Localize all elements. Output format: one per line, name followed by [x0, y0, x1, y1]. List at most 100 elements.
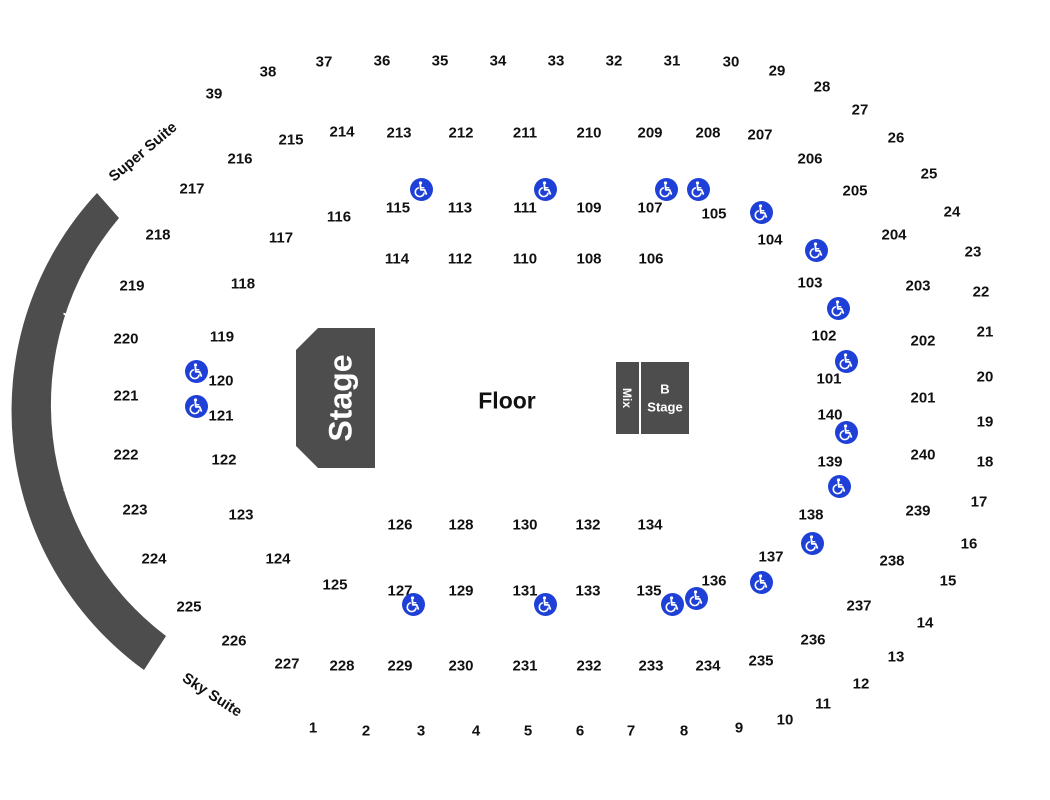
section-33[interactable]: 33 — [547, 52, 565, 70]
section-105[interactable]: 105 — [701, 205, 727, 223]
section-15[interactable]: 15 — [939, 572, 957, 590]
section-116[interactable]: 116 — [326, 208, 352, 226]
section-112[interactable]: 112 — [447, 250, 473, 268]
section-16[interactable]: 16 — [960, 535, 978, 553]
section-203[interactable]: 203 — [905, 277, 931, 295]
section-225[interactable]: 225 — [176, 598, 202, 616]
section-110[interactable]: 110 — [512, 250, 538, 268]
section-204[interactable]: 204 — [881, 226, 907, 244]
section-114[interactable]: 114 — [384, 250, 410, 268]
section-10[interactable]: 10 — [776, 711, 794, 729]
section-232[interactable]: 232 — [576, 657, 602, 675]
section-7[interactable]: 7 — [626, 722, 636, 740]
section-215[interactable]: 215 — [278, 131, 304, 149]
section-28[interactable]: 28 — [813, 78, 831, 96]
section-136[interactable]: 136 — [701, 572, 727, 590]
section-216[interactable]: 216 — [227, 150, 253, 168]
section-31[interactable]: 31 — [663, 52, 681, 70]
section-239[interactable]: 239 — [905, 502, 931, 520]
section-14[interactable]: 14 — [916, 614, 934, 632]
section-132[interactable]: 132 — [575, 516, 601, 534]
section-32[interactable]: 32 — [605, 52, 623, 70]
section-210[interactable]: 210 — [576, 124, 602, 142]
section-233[interactable]: 233 — [638, 657, 664, 675]
section-9[interactable]: 9 — [734, 719, 744, 737]
section-118[interactable]: 118 — [230, 275, 256, 293]
section-221[interactable]: 221 — [113, 387, 139, 405]
section-226[interactable]: 226 — [221, 632, 247, 650]
section-108[interactable]: 108 — [576, 250, 602, 268]
section-36[interactable]: 36 — [373, 52, 391, 70]
section-231[interactable]: 231 — [512, 657, 538, 675]
section-13[interactable]: 13 — [887, 648, 905, 666]
section-6[interactable]: 6 — [575, 722, 585, 740]
section-217[interactable]: 217 — [179, 180, 205, 198]
section-130[interactable]: 130 — [512, 516, 538, 534]
section-205[interactable]: 205 — [842, 182, 868, 200]
section-107[interactable]: 107 — [637, 199, 663, 217]
section-106[interactable]: 106 — [638, 250, 664, 268]
section-208[interactable]: 208 — [695, 124, 721, 142]
section-38[interactable]: 38 — [259, 63, 277, 81]
section-24[interactable]: 24 — [943, 203, 961, 221]
section-18[interactable]: 18 — [976, 453, 994, 471]
section-115[interactable]: 115 — [385, 199, 411, 217]
section-1[interactable]: 1 — [308, 719, 318, 737]
section-124[interactable]: 124 — [265, 550, 291, 568]
section-237[interactable]: 237 — [846, 597, 872, 615]
section-227[interactable]: 227 — [274, 655, 300, 673]
section-102[interactable]: 102 — [811, 327, 837, 345]
section-111[interactable]: 111 — [513, 199, 537, 217]
section-224[interactable]: 224 — [141, 550, 167, 568]
section-39[interactable]: 39 — [205, 85, 223, 103]
section-11[interactable]: 11 — [815, 695, 831, 713]
section-2[interactable]: 2 — [361, 722, 371, 740]
section-140[interactable]: 140 — [817, 406, 843, 424]
section-133[interactable]: 133 — [575, 582, 601, 600]
section-25[interactable]: 25 — [920, 165, 938, 183]
section-219[interactable]: 219 — [119, 277, 145, 295]
section-12[interactable]: 12 — [852, 675, 870, 693]
section-8[interactable]: 8 — [679, 722, 689, 740]
section-29[interactable]: 29 — [768, 62, 786, 80]
section-128[interactable]: 128 — [448, 516, 474, 534]
section-139[interactable]: 139 — [817, 453, 843, 471]
main-stage[interactable] — [296, 328, 375, 468]
section-218[interactable]: 218 — [145, 226, 171, 244]
section-222[interactable]: 222 — [113, 446, 139, 464]
section-20[interactable]: 20 — [976, 368, 994, 386]
section-134[interactable]: 134 — [637, 516, 663, 534]
section-229[interactable]: 229 — [387, 657, 413, 675]
section-131[interactable]: 131 — [512, 582, 538, 600]
section-121[interactable]: 121 — [208, 407, 234, 425]
section-30[interactable]: 30 — [722, 53, 740, 71]
section-223[interactable]: 223 — [122, 501, 148, 519]
section-228[interactable]: 228 — [329, 657, 355, 675]
section-23[interactable]: 23 — [964, 243, 982, 261]
section-209[interactable]: 209 — [637, 124, 663, 142]
section-202[interactable]: 202 — [910, 332, 936, 350]
section-135[interactable]: 135 — [636, 582, 662, 600]
section-104[interactable]: 104 — [757, 231, 783, 249]
section-211[interactable]: 211 — [512, 124, 538, 142]
b-stage[interactable] — [641, 362, 689, 434]
section-236[interactable]: 236 — [800, 631, 826, 649]
section-206[interactable]: 206 — [797, 150, 823, 168]
section-129[interactable]: 129 — [448, 582, 474, 600]
section-119[interactable]: 119 — [209, 328, 235, 346]
section-103[interactable]: 103 — [797, 274, 823, 292]
section-125[interactable]: 125 — [322, 576, 348, 594]
section-240[interactable]: 240 — [910, 446, 936, 464]
section-21[interactable]: 21 — [976, 323, 994, 341]
section-35[interactable]: 35 — [431, 52, 449, 70]
section-120[interactable]: 120 — [208, 372, 234, 390]
section-3[interactable]: 3 — [416, 722, 426, 740]
section-123[interactable]: 123 — [228, 506, 254, 524]
section-109[interactable]: 109 — [576, 199, 602, 217]
section-201[interactable]: 201 — [910, 389, 936, 407]
section-4[interactable]: 4 — [471, 722, 481, 740]
section-214[interactable]: 214 — [329, 123, 355, 141]
section-34[interactable]: 34 — [489, 52, 507, 70]
section-122[interactable]: 122 — [211, 451, 237, 469]
section-27[interactable]: 27 — [851, 101, 869, 119]
